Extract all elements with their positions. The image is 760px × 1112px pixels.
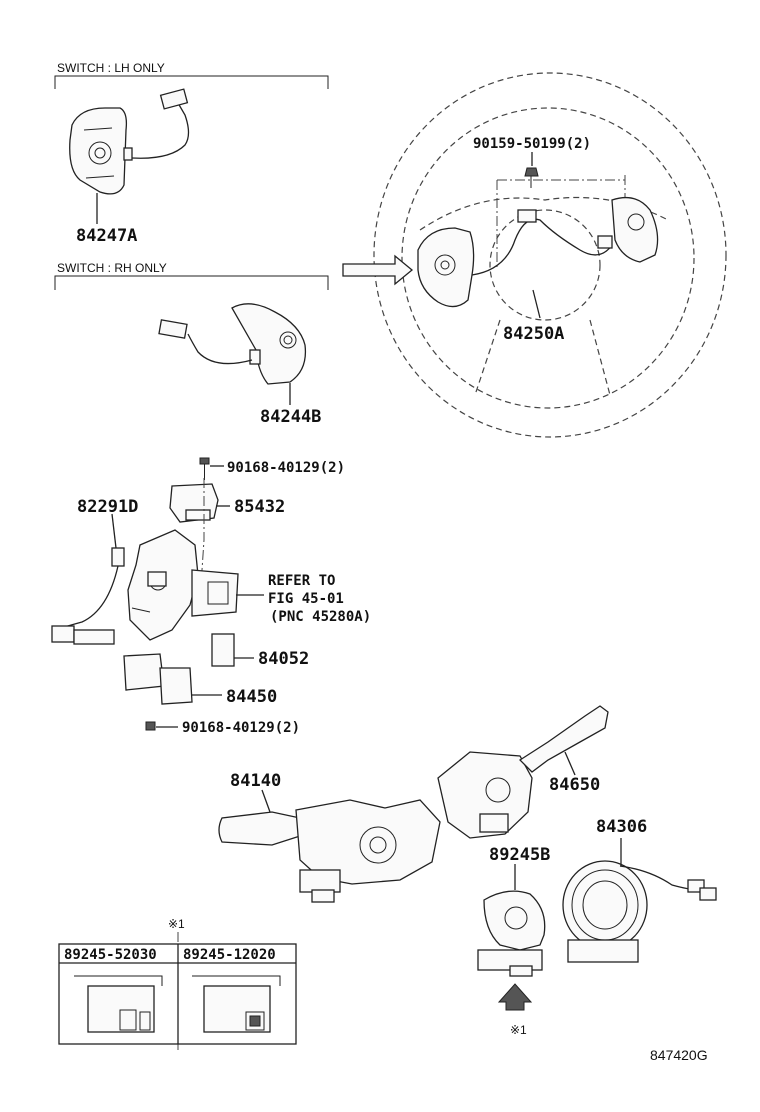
- part-label-90159: 90159-50199(2): [473, 136, 591, 152]
- part-label-84306: 84306: [596, 817, 647, 837]
- lh-bracket: [54, 75, 329, 89]
- lh-switch-drawing: [69, 88, 190, 195]
- refer-line-3: (PNC 45280A): [270, 609, 371, 625]
- figure-code: 847420G: [650, 1047, 708, 1063]
- part-label-89245B: 89245B: [489, 845, 550, 865]
- table-col2-header: 89245-12020: [183, 947, 276, 963]
- table-note-mark: ※1: [168, 917, 185, 931]
- part-label-84450: 84450: [226, 687, 277, 707]
- part-label-84650: 84650: [549, 775, 600, 795]
- rh-switch-drawing: [158, 303, 307, 385]
- variant-table: ※1 89245-52030 89245-12020: [58, 917, 297, 1050]
- combination-switch-drawing: [218, 705, 717, 1011]
- part-label-90168-top: 90168-40129(2): [227, 460, 345, 476]
- lh-only-section: SWITCH : LH ONLY 84247A: [54, 61, 329, 246]
- refer-line-1: REFER TO: [268, 573, 335, 589]
- switch-body-drawing: [51, 457, 264, 731]
- steering-wheel-drawing: [373, 72, 727, 438]
- view-arrow: [342, 254, 414, 286]
- part-label-85432: 85432: [234, 497, 285, 517]
- table-col1-header: 89245-52030: [64, 947, 157, 963]
- lh-only-label: SWITCH : LH ONLY: [57, 61, 165, 75]
- arrow-note-mark: ※1: [510, 1023, 527, 1037]
- rh-bracket: [54, 275, 329, 290]
- rh-only-label: SWITCH : RH ONLY: [57, 261, 167, 275]
- part-label-84052: 84052: [258, 649, 309, 669]
- part-label-84140: 84140: [230, 771, 281, 791]
- part-label-82291D: 82291D: [77, 497, 138, 517]
- part-label-90168-bottom: 90168-40129(2): [182, 720, 300, 736]
- part-label-84250A: 84250A: [503, 324, 564, 344]
- refer-line-2: FIG 45-01: [268, 591, 344, 607]
- view-arrow-up: [497, 983, 533, 1011]
- rh-only-section: SWITCH : RH ONLY 84244B: [54, 261, 329, 427]
- part-label-84244B: 84244B: [260, 407, 321, 427]
- part-label-84247A: 84247A: [76, 226, 137, 246]
